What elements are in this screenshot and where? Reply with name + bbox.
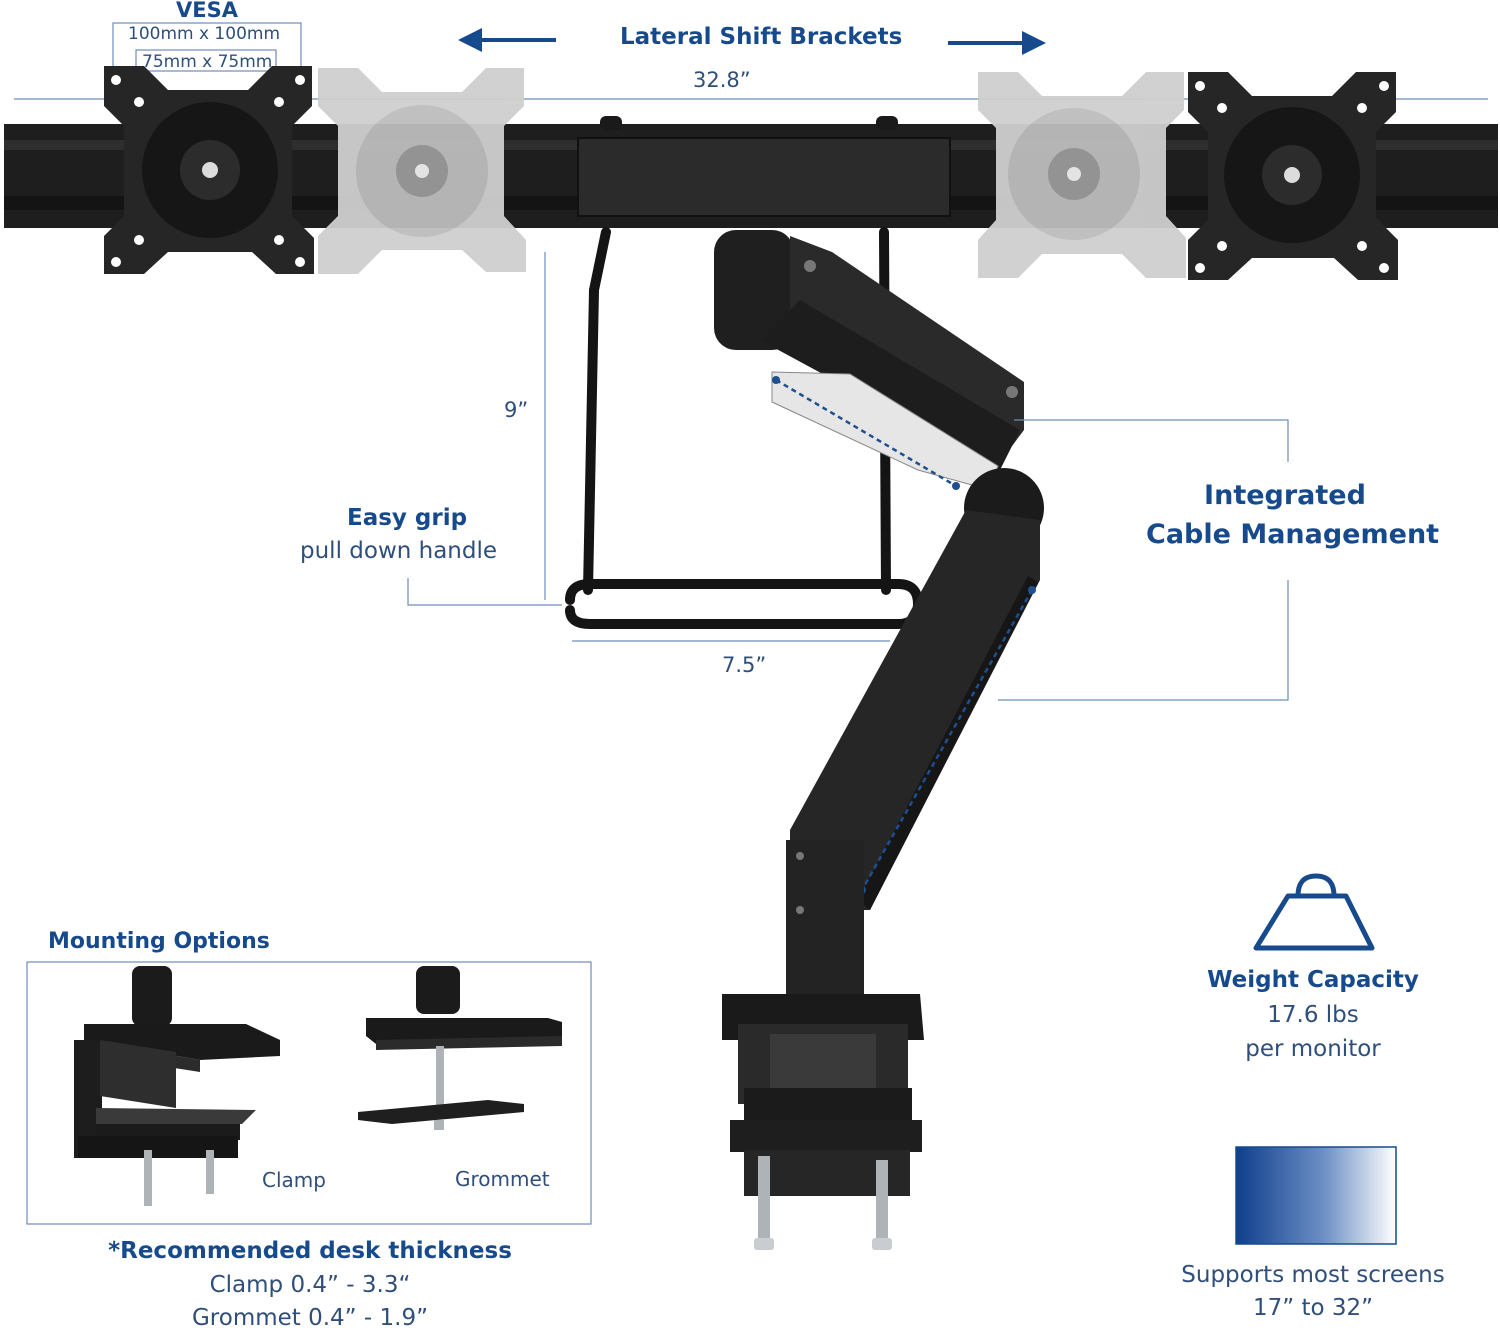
- desk-thickness-grommet: Grommet 0.4” - 1.9”: [191, 1305, 429, 1331]
- upper-arm: [714, 230, 1024, 491]
- weight-capacity-value: 17.6 lbs: [1267, 1002, 1359, 1028]
- mounting-options-box: [26, 961, 592, 1225]
- handle-width-value: 7.5”: [722, 653, 767, 677]
- vesa-size-large: 100mm x 100mm: [128, 24, 281, 44]
- arrow-left-icon: [458, 28, 556, 52]
- weight-capacity-unit: per monitor: [1245, 1036, 1381, 1062]
- clamp-label: Clamp: [262, 1168, 326, 1192]
- screen-size-icon: [1235, 1146, 1397, 1245]
- vesa-plate-right: [1188, 72, 1398, 280]
- mounting-options-title: Mounting Options: [48, 929, 270, 954]
- cable-management-line2: Cable Management: [1146, 519, 1440, 550]
- weight-icon: [1253, 873, 1375, 951]
- cable-callout-top: [1014, 419, 1289, 462]
- desk-thickness-title: *Recommended desk thickness: [108, 1238, 512, 1264]
- vesa-title: VESA: [176, 0, 238, 22]
- arrow-right-icon: [948, 31, 1046, 55]
- handle-height-value: 9”: [504, 398, 529, 422]
- screen-support-line1: Supports most screens: [1181, 1262, 1445, 1288]
- handle-title: Easy grip: [347, 505, 468, 531]
- desk-clamp: [722, 994, 924, 1250]
- ghost-vesa-plate-left: [318, 68, 526, 274]
- vesa-outer-box: [112, 22, 302, 72]
- screen-support-line2: 17” to 32”: [1252, 1295, 1374, 1321]
- clamp-illustration: [74, 966, 280, 1206]
- lower-arm: [786, 468, 1044, 1000]
- vesa-size-small: 75mm x 75mm: [142, 52, 273, 72]
- weight-capacity-title: Weight Capacity: [1207, 967, 1419, 993]
- cable-management-line1: Integrated: [1204, 480, 1366, 511]
- lateral-shift-title: Lateral Shift Brackets: [620, 24, 903, 50]
- handle-subtitle: pull down handle: [300, 538, 498, 564]
- ghost-vesa-plate-right: [978, 72, 1186, 278]
- handle-callout-line: [407, 578, 562, 606]
- vesa-plate-left: [104, 66, 314, 274]
- cable-callout-bottom: [998, 580, 1289, 701]
- grommet-label: Grommet: [455, 1167, 550, 1191]
- grommet-illustration: [358, 966, 562, 1130]
- lateral-width-value: 32.8”: [693, 68, 751, 92]
- desk-thickness-clamp: Clamp 0.4” - 3.3“: [209, 1272, 411, 1298]
